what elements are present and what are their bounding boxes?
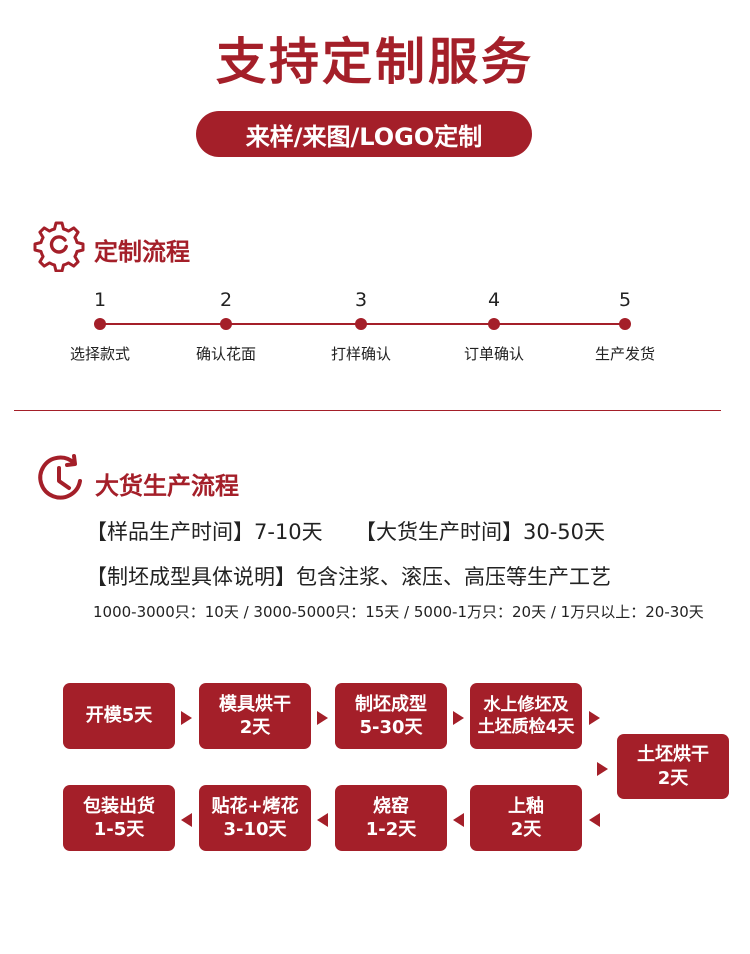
flow-step-title: 上釉 [508,795,544,817]
flow-step-title: 烧窑 [373,795,409,817]
flow-step-title: 贴花+烤花 [211,795,299,817]
arrow-left-icon [317,813,328,827]
clock-icon [32,451,88,507]
bulk-process-title: 大货生产流程 [95,472,239,500]
step-dot [619,318,631,330]
page-title: 支持定制服务 [216,33,534,91]
flow-step-duration: 1-5天 [93,819,145,840]
flow-step-title: 包装出货 [83,795,155,817]
step-number: 4 [487,289,501,311]
flow-step: 水上修坯及 土坯质检4天 [470,683,582,749]
arrow-left-icon [589,813,600,827]
flow-step-duration: 2天 [239,717,271,738]
flow-step: 模具烘干 2天 [199,683,311,749]
step-dot [355,318,367,330]
flow-step: 烧窑 1-2天 [335,785,447,851]
flow-step-title: 水上修坯及 [483,694,569,715]
step-dot [488,318,500,330]
step-number: 1 [93,289,107,311]
step-number: 2 [219,289,233,311]
arrow-left-icon [181,813,192,827]
step-dot [220,318,232,330]
step-label: 订单确认 [463,345,524,363]
flow-step: 开模5天 [63,683,175,749]
quantity-lead-times: 1000-3000只：10天 / 3000-5000只：15天 / 5000-1… [93,603,704,621]
flow-step: 上釉 2天 [470,785,582,851]
flow-step: 制坯成型 5-30天 [335,683,447,749]
flow-step: 贴花+烤花 3-10天 [199,785,311,851]
flow-step: 包装出货 1-5天 [63,785,175,851]
custom-process-title: 定制流程 [94,238,190,266]
sample-production-time: 【样品生产时间】7-10天 [86,520,323,544]
step-number: 5 [618,289,632,311]
flow-step: 土坯烘干 2天 [617,734,729,799]
arrow-right-icon [317,711,328,725]
arrow-left-icon [453,813,464,827]
flow-step-duration: 2天 [657,767,689,789]
flow-step-duration: 土坯质检4天 [477,717,575,737]
step-label: 选择款式 [69,345,130,363]
forming-description: 【制坯成型具体说明】包含注浆、滚压、高压等生产工艺 [86,565,611,589]
flow-step-title: 制坯成型 [355,693,427,715]
flow-step-duration: 1-2天 [365,819,417,840]
step-label: 确认花面 [195,345,256,363]
arrow-right-icon [597,762,608,776]
flow-step-duration: 2天 [510,819,542,840]
step-label: 打样确认 [330,345,391,363]
flow-step-duration: 3-10天 [223,819,287,840]
step-number: 3 [354,289,368,311]
bulk-production-time: 【大货生产时间】30-50天 [355,520,606,544]
step-label: 生产发货 [594,345,655,363]
flow-step-title: 模具烘干 [219,693,291,715]
flow-step-duration: 5-30天 [359,717,423,738]
flow-step-title: 土坯烘干 [637,744,709,766]
custom-types-banner: 来样/来图/LOGO定制 [196,111,532,157]
flow-step-title: 开模5天 [85,705,153,727]
section-divider [14,410,721,411]
gear-icon [32,218,86,273]
step-dot [94,318,106,330]
arrow-right-icon [589,711,600,725]
arrow-right-icon [453,711,464,725]
arrow-right-icon [181,711,192,725]
